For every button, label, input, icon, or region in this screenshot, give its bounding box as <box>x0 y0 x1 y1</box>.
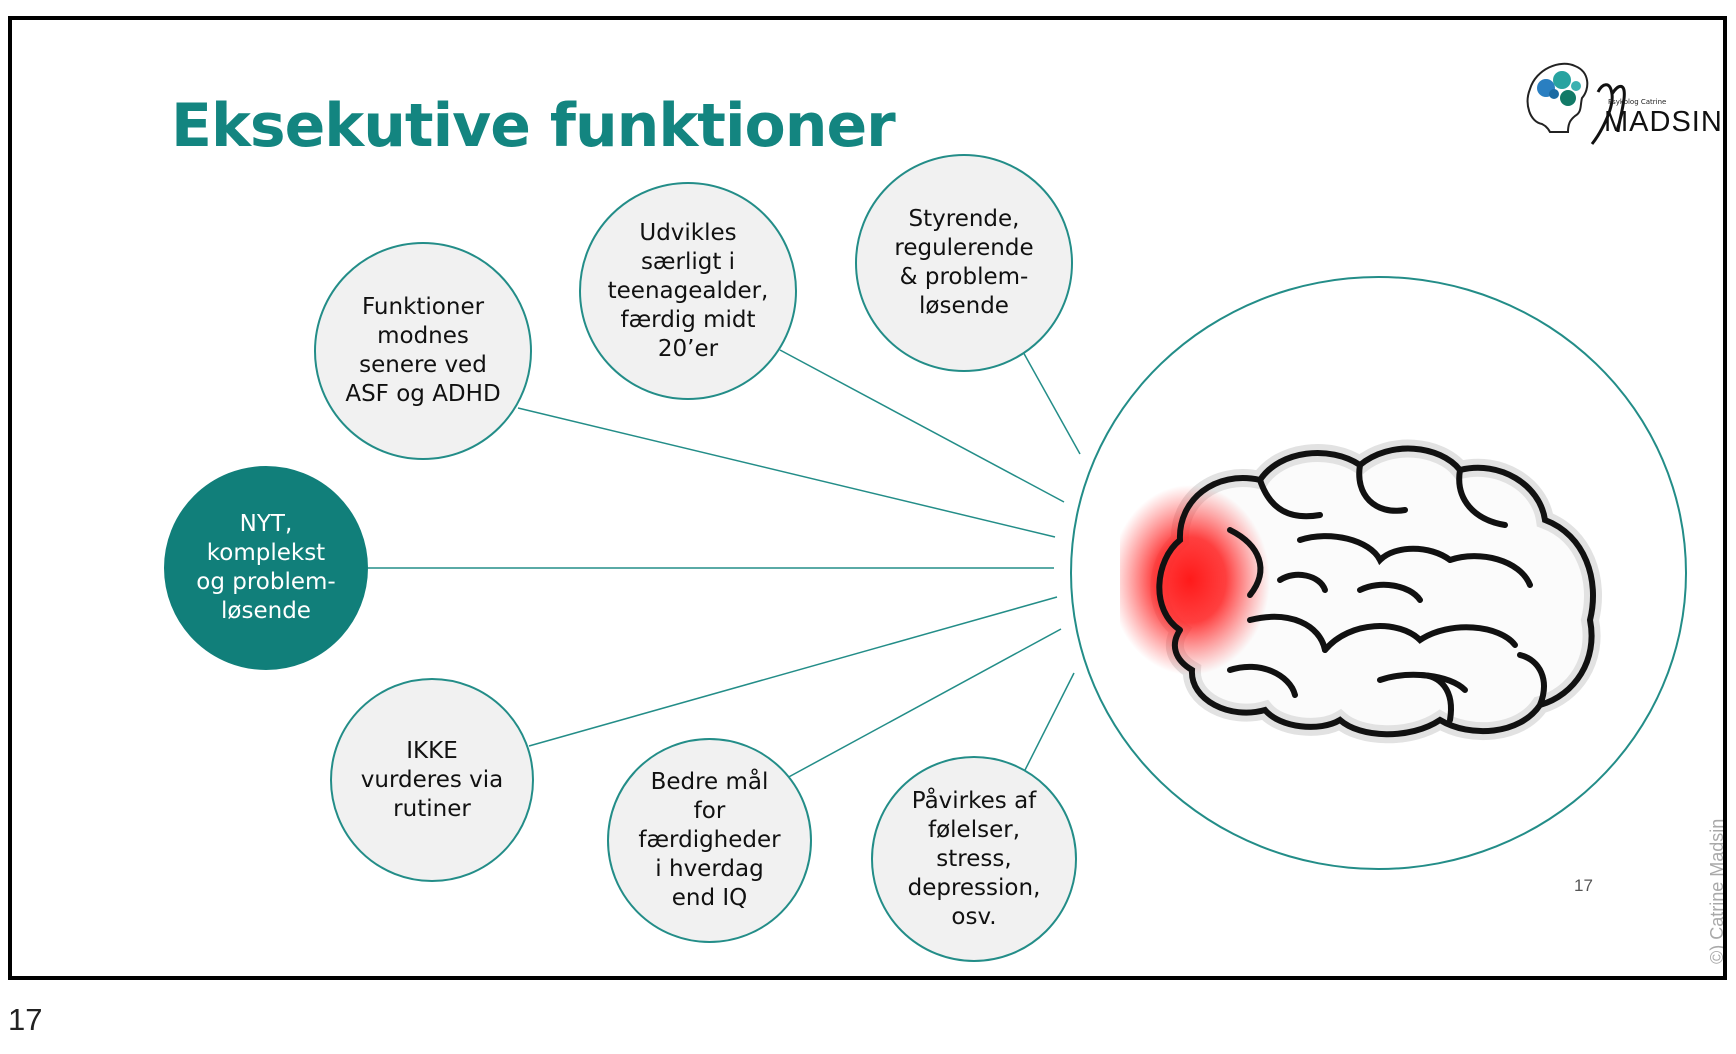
connector-line <box>528 596 1058 747</box>
logo-name: MADSIN <box>1604 106 1723 138</box>
bubble-teenage-development: Udvikles særligt i teenagealder, færdig … <box>579 182 797 400</box>
page-number: 17 <box>8 1002 43 1037</box>
brain-icon <box>1120 439 1602 744</box>
connector-lines <box>368 349 1081 780</box>
bubble-text: IKKE vurderes via rutiner <box>360 737 504 822</box>
bubble-text: Udvikles særligt i teenagealder, færdig … <box>607 219 769 362</box>
bubble-text: Bedre mål for færdigheder i hverdag end … <box>638 769 781 911</box>
bubble-not-routines: IKKE vurderes via rutiner <box>330 678 534 882</box>
copyright-text: ©) Catrine Madsin <box>1707 818 1727 964</box>
logo-head-icon <box>1526 62 1626 145</box>
bubble-maturation-asf-adhd: Funktioner modnes senere ved ASF og ADHD <box>314 242 532 460</box>
connector-line <box>784 628 1062 780</box>
slide-number: 17 <box>1574 876 1593 895</box>
bubble-text: NYT, komplekst og problem- løsende <box>196 511 336 624</box>
bubble-regulating-problem-solving: Styrende, regulerende & problem- løsende <box>855 154 1073 372</box>
connector-line <box>517 407 1056 538</box>
slide-title: Eksekutive funktioner <box>171 91 896 161</box>
connector-line <box>1021 672 1075 777</box>
slide: Eksekutive funktioner Funktioner modnes … <box>8 16 1727 980</box>
bubble-new-complex: NYT, komplekst og problem- løsende <box>164 466 368 670</box>
bubble-affected-by-emotions: Påvirkes af følelser, stress, depression… <box>871 756 1077 962</box>
bubble-text: Funktioner modnes senere ved ASF og ADHD <box>345 294 501 407</box>
logo-subtitle: Psykolog Catrine <box>1608 98 1667 106</box>
connector-line <box>1021 349 1081 455</box>
bubble-text: Påvirkes af følelser, stress, depression… <box>907 787 1041 930</box>
bubble-better-measure: Bedre mål for færdigheder i hverdag end … <box>607 738 812 943</box>
connector-line <box>779 349 1065 503</box>
bubble-text: Styrende, regulerende & problem- løsende <box>894 206 1034 319</box>
